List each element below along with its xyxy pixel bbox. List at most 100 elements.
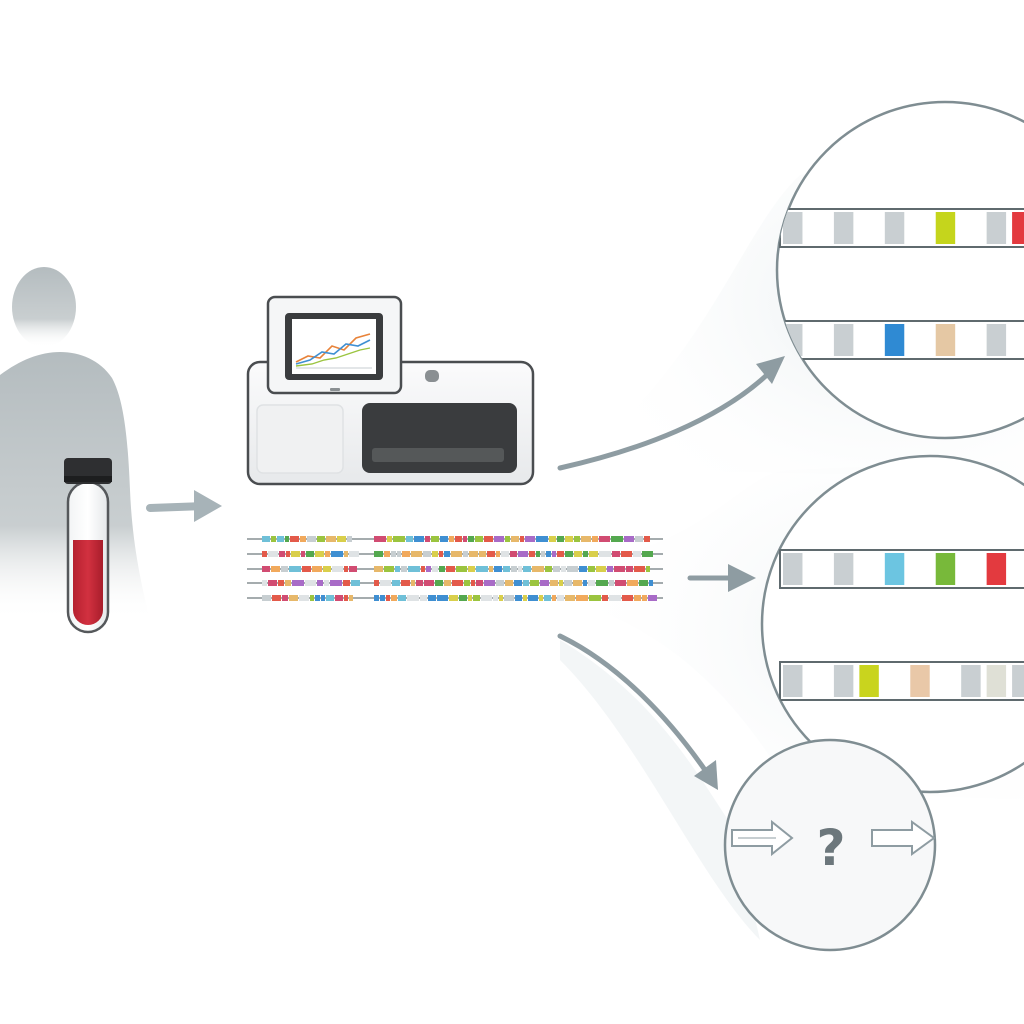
read-segment <box>343 580 350 586</box>
read-segment <box>424 580 434 586</box>
read-segment <box>330 580 342 586</box>
read-segment <box>496 580 504 586</box>
read-segment <box>505 580 513 586</box>
read-segment <box>511 536 519 542</box>
read-segment <box>565 536 573 542</box>
read-segment <box>262 595 271 601</box>
read-segment <box>351 580 360 586</box>
read-segment <box>599 536 610 542</box>
read-segment <box>504 595 514 601</box>
read-segment <box>455 536 462 542</box>
read-segment <box>639 580 648 586</box>
read-segment <box>401 580 410 586</box>
read-segment <box>392 580 400 586</box>
read-segment <box>456 566 467 572</box>
read-segment <box>268 551 278 557</box>
read-segment <box>520 536 524 542</box>
read-segment <box>323 566 331 572</box>
read-segment <box>428 595 436 601</box>
sequence-base-cell <box>1012 324 1024 356</box>
read-segment <box>523 595 527 601</box>
read-segment <box>518 551 528 557</box>
read-segment <box>326 595 334 601</box>
read-segment <box>469 551 478 557</box>
read-segment <box>471 580 475 586</box>
sequence-base-cell <box>808 665 828 697</box>
read-segment <box>349 566 357 572</box>
read-segment <box>268 580 277 586</box>
read-segment <box>494 536 504 542</box>
read-segment <box>523 580 529 586</box>
arrow-to-zoom-top <box>557 369 773 471</box>
read-segment <box>337 536 346 542</box>
read-segment <box>489 566 493 572</box>
read-segment <box>546 551 551 557</box>
read-segment <box>440 536 448 542</box>
sequence-base-cell <box>935 212 956 244</box>
read-segment <box>468 536 474 542</box>
read-segment <box>479 551 486 557</box>
sequence-base-cell <box>859 553 879 585</box>
read-segment <box>505 536 510 542</box>
read-segment <box>317 536 325 542</box>
zoom-circle-middle <box>760 454 1024 794</box>
read-segment <box>626 566 633 572</box>
read-segment <box>589 551 598 557</box>
read-segment <box>559 580 563 586</box>
read-segment <box>576 595 588 601</box>
sequence-base-cell <box>833 553 854 585</box>
sequence-base-cell <box>884 553 905 585</box>
sequence-base-cell <box>961 324 981 356</box>
read-segment <box>592 536 598 542</box>
read-segment <box>262 580 267 586</box>
read-segment <box>596 580 608 586</box>
read-segment <box>277 536 284 542</box>
read-segment <box>426 566 431 572</box>
sequence-base-cell <box>884 665 905 697</box>
read-segment <box>444 551 450 557</box>
read-segment <box>432 551 438 557</box>
read-segment <box>325 551 330 557</box>
read-segment <box>633 551 641 557</box>
read-segment <box>414 536 424 542</box>
read-segment <box>386 595 390 601</box>
read-segment <box>615 580 626 586</box>
read-segment <box>406 536 413 542</box>
read-segment <box>423 551 431 557</box>
read-segment <box>317 580 323 586</box>
sequence-base-cell <box>910 324 930 356</box>
read-segment <box>408 566 420 572</box>
read-segment <box>557 551 564 557</box>
read-segment <box>501 551 509 557</box>
double-arrow-icon <box>731 819 794 857</box>
read-segment <box>278 580 284 586</box>
read-segment <box>401 566 407 572</box>
read-segment <box>609 580 614 586</box>
read-segment <box>344 551 348 557</box>
read-segment <box>463 551 468 557</box>
read-segment <box>581 536 591 542</box>
read-segment <box>574 536 580 542</box>
sequencing-reads <box>247 536 663 601</box>
read-segment <box>449 595 458 601</box>
sequence-base-cell <box>961 665 981 697</box>
read-segment <box>289 595 298 601</box>
read-segment <box>393 536 405 542</box>
read-segment <box>272 595 281 601</box>
read-segment <box>374 551 383 557</box>
read-segment <box>511 566 517 572</box>
read-segment <box>514 580 522 586</box>
read-segment <box>271 566 280 572</box>
arrow-to-zoom-middle-head <box>728 564 756 592</box>
read-segment <box>291 551 300 557</box>
sequencer-machine-icon <box>246 295 535 486</box>
read-segment <box>307 536 316 542</box>
read-segment <box>552 551 556 557</box>
read-segment <box>374 580 379 586</box>
read-segment <box>499 595 503 601</box>
sequence-base-cell <box>783 665 803 697</box>
sequence-base-cell <box>833 665 854 697</box>
read-segment <box>529 551 535 557</box>
read-segment <box>493 595 498 601</box>
read-segment <box>285 580 291 586</box>
